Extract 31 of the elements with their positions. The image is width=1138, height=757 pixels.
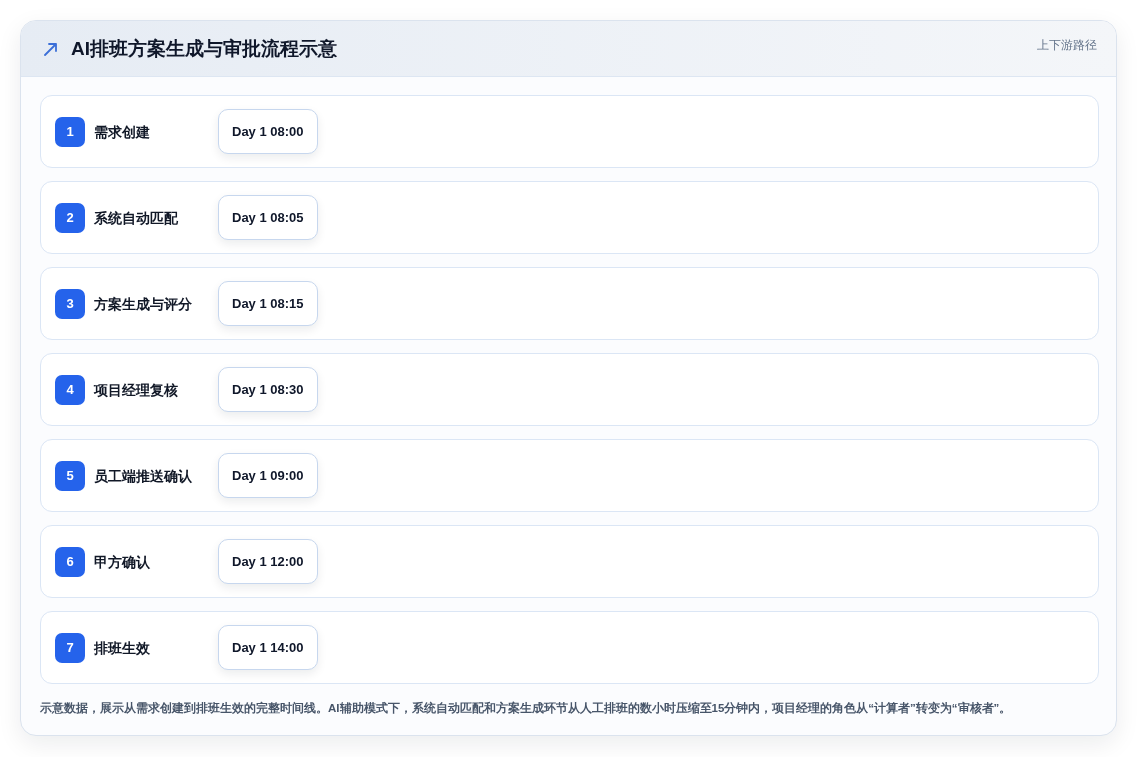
- step-number-badge: 2: [55, 203, 85, 233]
- step-row: [40, 181, 1099, 254]
- step-name: 系统自动匹配: [94, 210, 178, 227]
- time-tag: Day 1 12:00: [218, 539, 318, 584]
- step-row: [40, 353, 1099, 426]
- step-row: [40, 95, 1099, 168]
- time-tag: Day 1 08:05: [218, 195, 318, 240]
- caption-text: 示意数据，展示从需求创建到排班生效的完整时间线。AI辅助模式下，系统自动匹配和方案生成环节从人工排班的数小时压缩至15分钟内，项目经理的角色从“计算者”转变为“审核者”。: [40, 700, 1012, 716]
- step-number-badge: 6: [55, 547, 85, 577]
- time-tag: Day 1 08:00: [218, 109, 318, 154]
- step-row: [40, 525, 1099, 598]
- step-number-badge: 7: [55, 633, 85, 663]
- step-name: 员工端推送确认: [94, 468, 192, 485]
- step-name: 排班生效: [94, 640, 150, 657]
- time-tag: Day 1 09:00: [218, 453, 318, 498]
- step-name: 方案生成与评分: [94, 296, 192, 313]
- time-tag: Day 1 08:15: [218, 281, 318, 326]
- diagram-title: AI排班方案生成与审批流程示意: [71, 37, 337, 61]
- step-row: [40, 611, 1099, 684]
- step-number-badge: 1: [55, 117, 85, 147]
- step-name: 需求创建: [94, 124, 150, 141]
- time-tag: Day 1 14:00: [218, 625, 318, 670]
- step-number-badge: 4: [55, 375, 85, 405]
- header-link-text: 上下游路径: [1037, 37, 1097, 53]
- step-name: 甲方确认: [94, 554, 150, 571]
- step-row: [40, 267, 1099, 340]
- step-number-badge: 5: [55, 461, 85, 491]
- step-row: [40, 439, 1099, 512]
- step-name: 项目经理复核: [94, 382, 178, 399]
- time-tag: Day 1 08:30: [218, 367, 318, 412]
- step-number-badge: 3: [55, 289, 85, 319]
